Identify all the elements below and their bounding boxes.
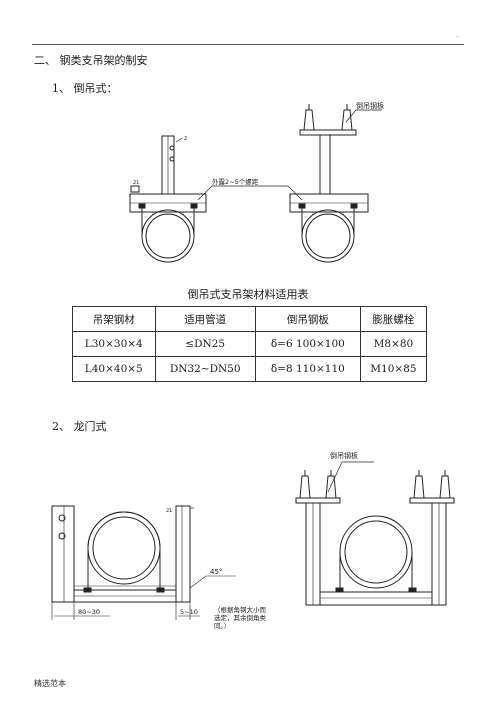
bolt-thread-note: 外露2~5个螺距 [212, 177, 259, 186]
material-table: 吊架钢材 适用管道 倒吊钢板 膨胀螺栓 L30×30×4 ≤DN25 δ=6 1… [72, 306, 428, 382]
item1-heading: 1、 倒吊式： [52, 82, 118, 95]
corner-mark: . [456, 30, 459, 39]
drawing-gantry-hanger: 21 45° 80~30 5~10 （根据角钢大小而 选定，其余倒角类 同。） … [51, 451, 455, 630]
note-line-3: 同。） [214, 622, 230, 630]
plate-label-2: 倒吊钢板 [330, 451, 358, 460]
table-header-cell: 吊架钢材 [72, 306, 156, 332]
table-cell: ≤DN25 [154, 331, 256, 357]
header-rule [32, 44, 464, 45]
note-line-2: 选定，其余倒角类 [214, 613, 267, 622]
table-caption: 倒吊式支吊架材料适用表 [187, 288, 309, 301]
table-header-row: 吊架钢材 适用管道 倒吊钢板 膨胀螺栓 [72, 306, 428, 332]
table-header-cell: 膨胀螺栓 [359, 306, 428, 332]
dim-bottom: 5~10 [180, 608, 198, 616]
table-cell: M10×85 [359, 356, 428, 382]
table-cell: δ=6 100×100 [254, 331, 361, 357]
angle-label: 45° [210, 568, 222, 576]
svg-text:21: 21 [133, 180, 139, 186]
table-header-cell: 倒吊钢板 [254, 306, 361, 332]
drawing-inverted-hanger: 2 21 倒吊钢板 外露2~5个螺距 [129, 101, 384, 263]
table-cell: L30×30×4 [72, 331, 156, 357]
table-cell: DN32~DN50 [154, 356, 256, 382]
table-cell: L40×40×5 [72, 356, 156, 382]
table-cell: M8×80 [359, 331, 428, 357]
table-header-cell: 适用管道 [154, 306, 256, 332]
footer-text: 精选范本 [34, 679, 66, 688]
note-line-1: （根据角钢大小而 [214, 605, 267, 614]
plate-label-1: 倒吊钢板 [356, 101, 384, 110]
svg-text:21: 21 [166, 508, 172, 514]
table-row: L30×30×4 ≤DN25 δ=6 100×100 M8×80 [72, 331, 428, 357]
table-cell: δ=8 110×110 [254, 356, 361, 382]
table-row: L40×40×5 DN32~DN50 δ=8 110×110 M10×85 [72, 356, 428, 382]
dim-left: 80~30 [78, 608, 100, 616]
section-heading: 二、 钢类支吊架的制安 [34, 54, 148, 67]
item2-heading: 2、 龙门式 [52, 420, 107, 433]
svg-text:2: 2 [184, 136, 187, 142]
